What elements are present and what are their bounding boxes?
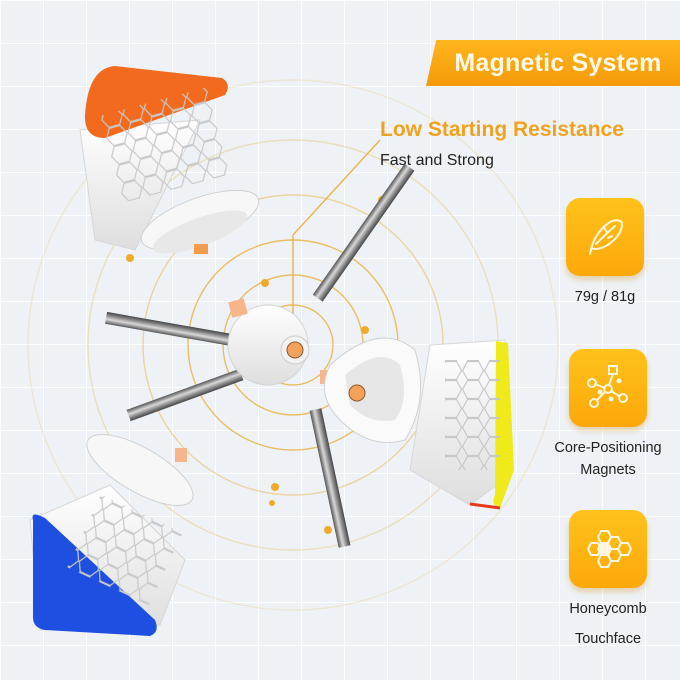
feature-label-line-1: Core-Positioning [554,440,662,456]
blue-corner-piece [29,433,194,636]
feature-label-line-1: Honeycomb [569,601,647,617]
headline-subtitle: Fast and Strong [380,152,494,169]
center-core [227,298,334,386]
feature-core-positioning: Core-Positioning Magnets [553,349,663,481]
banner-title: Magnetic System [454,48,662,77]
molecule-icon [569,349,647,427]
yellow-corner-piece [323,337,514,510]
orange-corner-piece [79,66,260,254]
feature-honeycomb: Honeycomb Touchface [553,510,663,650]
magnetic-system-banner: Magnetic System [426,40,680,86]
feature-weight: 79g / 81g [550,198,660,308]
feature-label: Core-Positioning Magnets [553,437,663,481]
feature-label: Honeycomb Touchface [553,598,663,650]
feather-icon [566,198,644,276]
feature-label-line-2: Touchface [574,631,642,647]
headline-title: Low Starting Resistance [380,118,624,141]
metal-rods [105,163,415,548]
honeycomb-icon [569,510,647,588]
feature-label: 79g / 81g [574,289,636,305]
feature-label-line-2: Magnets [580,462,636,478]
